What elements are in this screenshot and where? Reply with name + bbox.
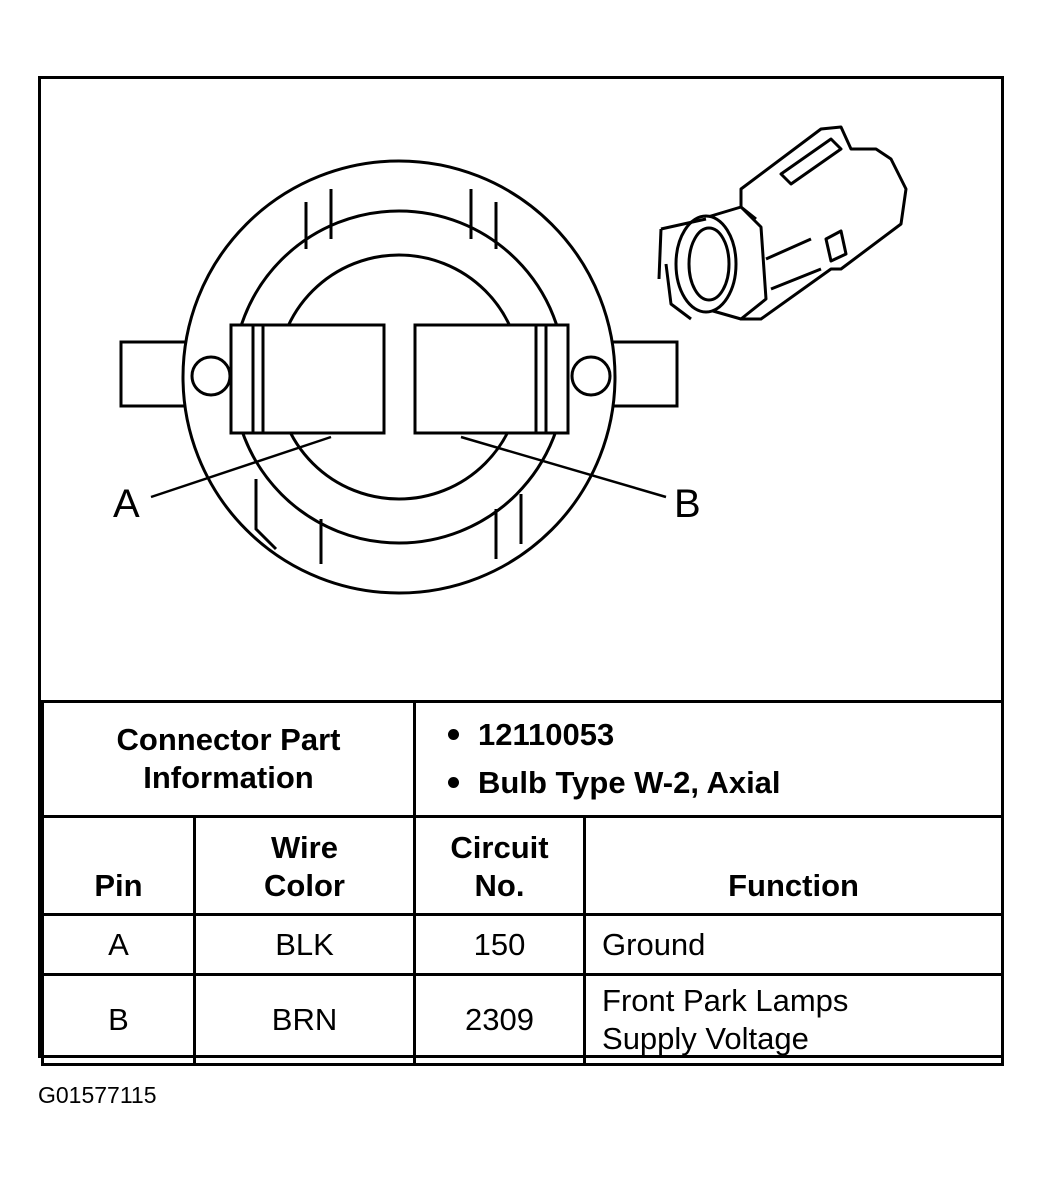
connector-body-icon [657, 125, 908, 321]
header-function-text: Function [728, 868, 859, 903]
figure-reference-code: G01577115 [38, 1082, 157, 1108]
connector-face-icon [119, 159, 679, 595]
connector-info-table: Connector Part Information 12110053 Bulb… [40, 700, 1005, 1066]
row-a-circuit-no: 150 [413, 913, 587, 976]
header-wire-color-line-2: Color [264, 868, 345, 903]
header-wire-color: Wire Color [192, 815, 417, 916]
pin-label-a: A [113, 482, 140, 526]
part-info-row: Connector Part Information 12110053 Bulb… [40, 700, 1005, 818]
header-pin: Pin [41, 815, 196, 916]
row-b-pin: B [41, 973, 196, 1066]
row-a-wire-color: BLK [192, 913, 417, 976]
header-pin-text: Pin [94, 868, 143, 903]
header-circuit-no-line-2: No. [474, 868, 525, 903]
table-row: A BLK 150 Ground [41, 913, 1005, 976]
part-info-label-cell: Connector Part Information [40, 700, 417, 818]
part-info-label-line-2: Information [143, 760, 314, 795]
connector-diagram: A B [41, 79, 1001, 701]
header-function: Function [583, 815, 1005, 916]
header-circuit-no: Circuit No. [413, 815, 587, 916]
row-b-function-line-2: Supply Voltage [602, 1020, 809, 1056]
pin-label-b: B [674, 482, 701, 526]
row-b-wire-color: BRN [192, 973, 417, 1066]
part-info-items-cell: 12110053 Bulb Type W-2, Axial [413, 700, 1005, 818]
part-info-list: 12110053 Bulb Type W-2, Axial [416, 703, 1001, 815]
row-a-function: Ground [583, 913, 1005, 976]
row-b-circuit-no: 2309 [413, 973, 587, 1066]
header-circuit-no-line-1: Circuit [450, 830, 549, 865]
row-a-function-line-1: Ground [602, 926, 706, 962]
table-header-row: Pin Wire Color Circuit No. Function [41, 815, 1005, 916]
table-row: B BRN 2309 Front Park Lamps Supply Volta… [41, 973, 1005, 1066]
row-b-function-line-1: Front Park Lamps [602, 982, 849, 1018]
row-b-function: Front Park Lamps Supply Voltage [583, 973, 1005, 1066]
bulb-type: Bulb Type W-2, Axial [448, 759, 1001, 807]
connector-figure-frame: A B [38, 76, 1005, 1066]
part-info-label-line-1: Connector Part [116, 722, 341, 757]
header-wire-color-line-1: Wire [271, 830, 338, 865]
row-a-pin: A [41, 913, 196, 976]
part-number: 12110053 [448, 711, 1001, 759]
